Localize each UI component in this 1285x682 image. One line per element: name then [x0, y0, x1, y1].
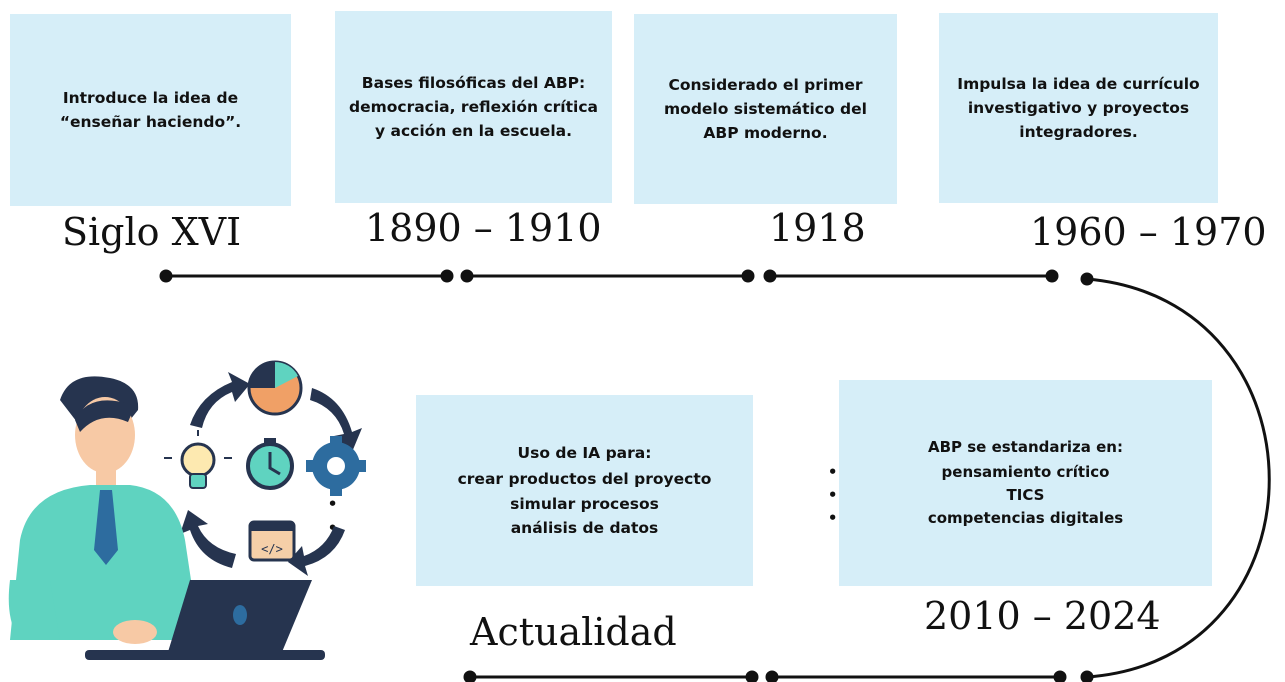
- stopwatch-icon: [246, 438, 294, 490]
- timeline-dot: [763, 269, 777, 283]
- gear-icon: [306, 436, 366, 496]
- cycle-arrows-icon: [180, 372, 362, 576]
- timeline-dot: [1045, 269, 1059, 283]
- card-list: crear productos del proyecto simular pro…: [328, 467, 712, 540]
- year-siglo-xvi: Siglo XVI: [62, 210, 242, 254]
- year-1918: 1918: [769, 206, 866, 250]
- laptop-icon: [85, 580, 325, 660]
- list-item: análisis de datos: [328, 516, 712, 540]
- timeline-dot: [460, 269, 474, 283]
- year-2010-2024: 2010 – 2024: [924, 594, 1161, 638]
- year-actualidad: Actualidad: [470, 610, 677, 654]
- card-1918: Considerado el primer modelo sistemático…: [634, 14, 897, 204]
- timeline-dot: [765, 670, 779, 682]
- list-item: competencias digitales: [828, 507, 1124, 531]
- card-actualidad: Uso de IA para: crear productos del proy…: [328, 395, 753, 586]
- list-item: simular procesos: [328, 492, 712, 516]
- code-window-icon: </>: [248, 520, 296, 562]
- lightbulb-icon: [164, 430, 232, 489]
- timeline-dot: [741, 269, 755, 283]
- pie-chart-icon: [247, 360, 303, 416]
- timeline-dot: [1080, 670, 1094, 682]
- timeline-dot: [745, 670, 759, 682]
- timeline-curve: [1086, 277, 1271, 679]
- person-figure: [8, 376, 200, 644]
- card-text: Impulsa la idea de currículo investigati…: [957, 74, 1200, 141]
- card-heading: Uso de IA para:: [517, 444, 652, 463]
- timeline-dot: [1053, 670, 1067, 682]
- card-text: Considerado el primer modelo sistemático…: [664, 75, 867, 142]
- svg-text:</>: </>: [261, 542, 283, 556]
- timeline-dot: [440, 269, 454, 283]
- card-1890-1910: Bases filosóficas del ABP: democracia, r…: [335, 11, 612, 203]
- card-2010-2024: ABP se estandariza en: pensamiento críti…: [828, 380, 1212, 586]
- year-1960-1970: 1960 – 1970: [1030, 210, 1267, 254]
- card-1960-1970: Impulsa la idea de currículo investigati…: [939, 13, 1218, 203]
- list-item: TICS: [828, 484, 1123, 508]
- timeline-dot: [159, 269, 173, 283]
- year-1890-1910: 1890 – 1910: [365, 206, 602, 250]
- timeline-dot: [463, 670, 477, 682]
- card-siglo-xvi: Introduce la idea de “enseñar haciendo”.: [10, 14, 291, 206]
- person-at-laptop-icon: </>: [8, 360, 366, 660]
- card-heading: ABP se estandariza en:: [928, 437, 1123, 456]
- list-item: pensamiento crítico: [828, 461, 1123, 485]
- card-list: pensamiento crítico TICS competencias di…: [828, 461, 1124, 531]
- card-text: Bases filosóficas del ABP: democracia, r…: [348, 73, 598, 140]
- card-text: Introduce la idea de “enseñar haciendo”.: [59, 88, 242, 131]
